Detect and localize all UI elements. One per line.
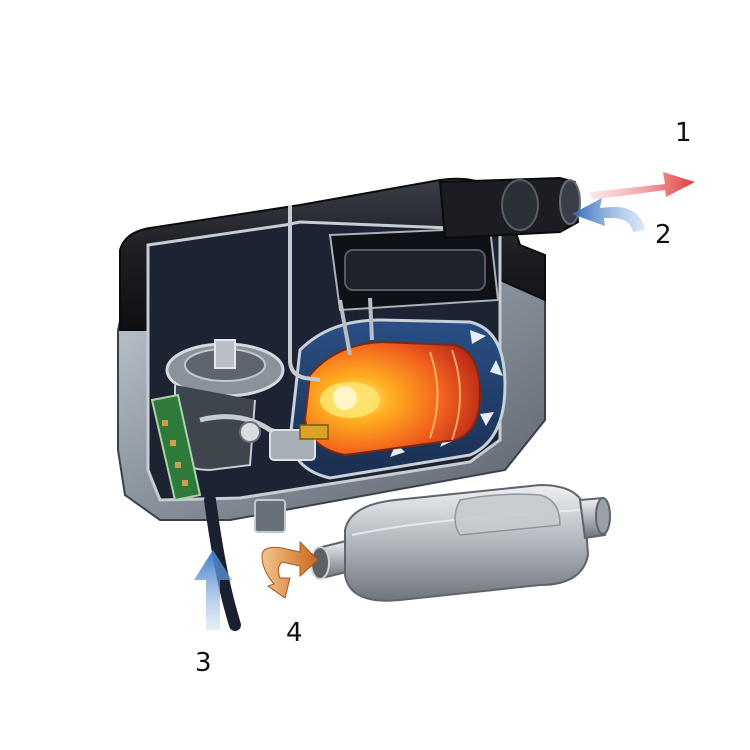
warm-air-outlet-pipe xyxy=(438,176,581,240)
heater-body xyxy=(117,176,581,631)
pcb-components xyxy=(162,420,188,486)
red-arrow-icon xyxy=(590,172,695,200)
blue-curved-arrow-icon xyxy=(572,198,645,232)
orange-curved-arrow-icon xyxy=(261,540,319,599)
exhaust-muffler xyxy=(310,483,611,602)
muffler-emboss xyxy=(454,493,561,536)
flame-glow xyxy=(333,386,357,410)
fuel-nozzle xyxy=(269,424,329,461)
control-unit xyxy=(328,226,500,356)
blower-motor xyxy=(165,339,301,472)
blue-up-arrow-icon xyxy=(194,550,232,630)
exhaust-stub xyxy=(254,499,286,533)
callout-3: 3 xyxy=(195,648,212,678)
combustion-chamber xyxy=(303,340,482,457)
glow-rod xyxy=(288,205,321,382)
callout-2: 2 xyxy=(655,220,672,250)
callout-1: 1 xyxy=(675,118,692,148)
power-cable xyxy=(204,494,241,631)
chamber-ribs xyxy=(429,349,461,441)
callout-4: 4 xyxy=(286,618,303,648)
